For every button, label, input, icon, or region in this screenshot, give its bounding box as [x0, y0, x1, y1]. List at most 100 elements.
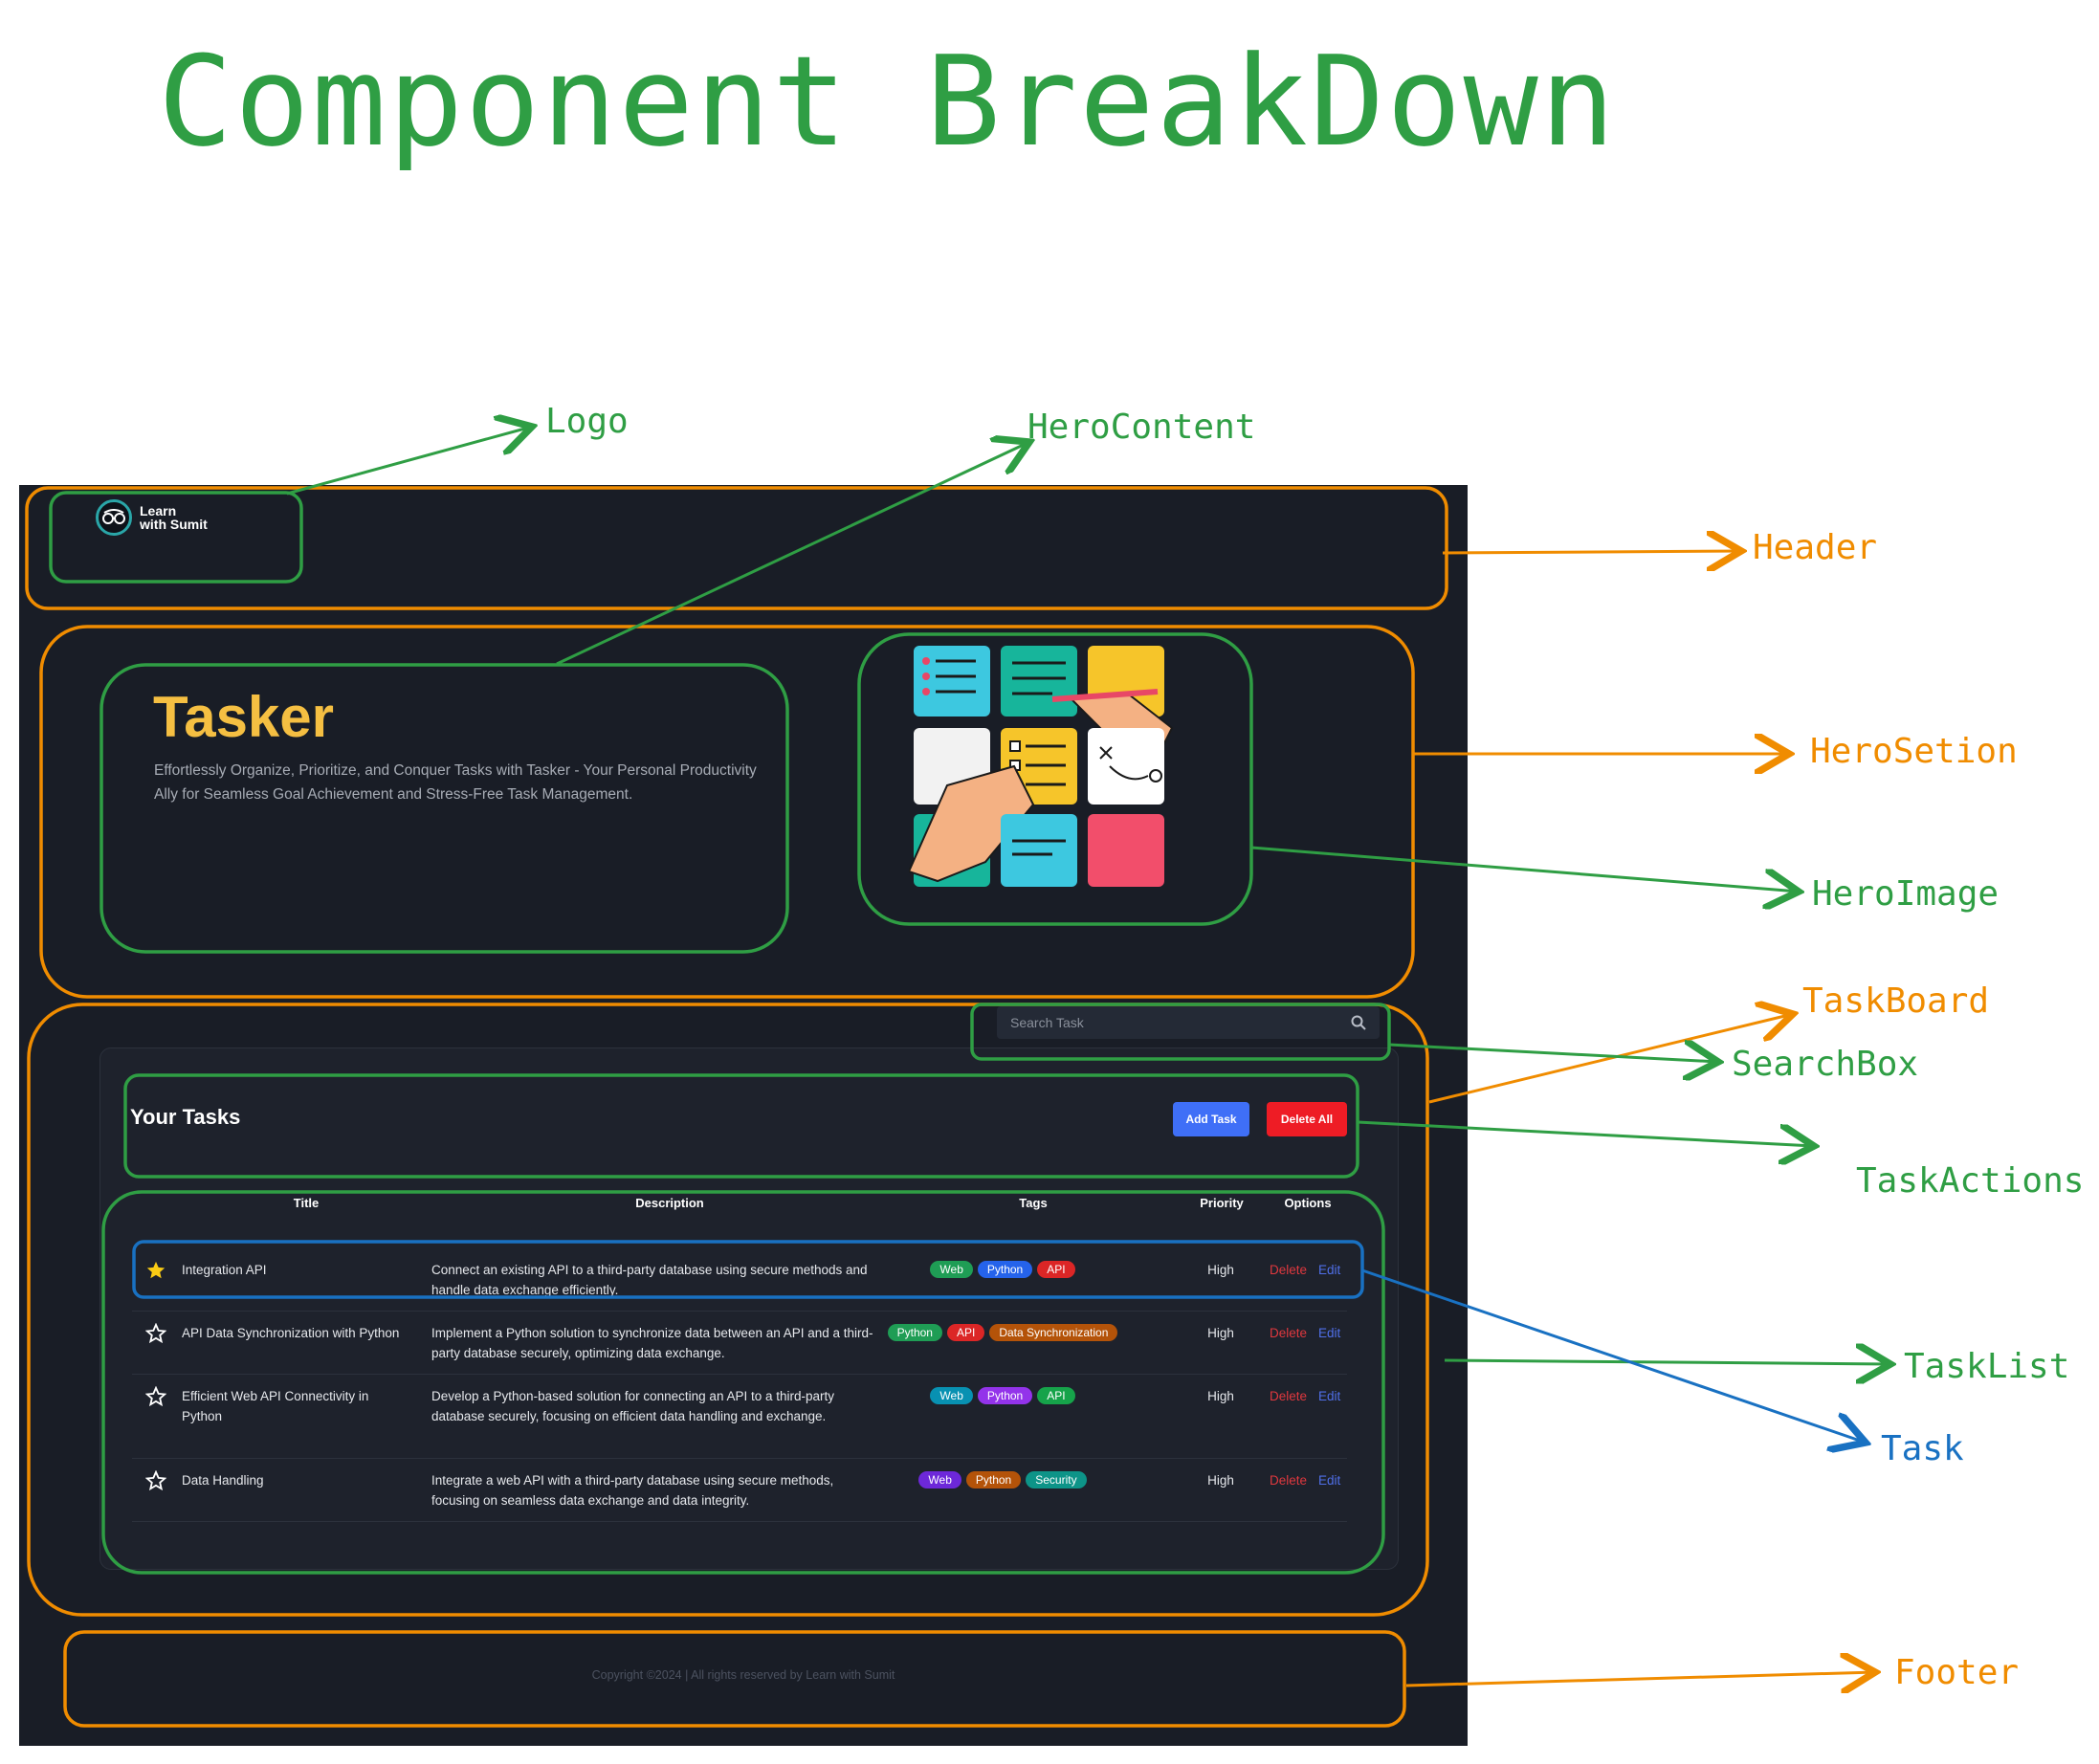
- board-title: Your Tasks: [130, 1105, 241, 1129]
- task-row: Data Handling Integrate a web API with a…: [132, 1459, 1347, 1522]
- task-box: [132, 1240, 1364, 1299]
- label-hero-image: HeroImage: [1812, 874, 2000, 914]
- search-box-arrow: [1388, 1045, 1718, 1062]
- task-title: Data Handling: [182, 1473, 264, 1488]
- label-task-board: TaskBoard: [1802, 981, 1990, 1021]
- hero-image-arrow: [1250, 846, 1799, 892]
- sticky-notes-illustration: [909, 646, 1174, 887]
- tag-badge: Python: [965, 1471, 1022, 1488]
- task-options: Delete Edit: [1270, 1470, 1340, 1490]
- task-row: Efficient Web API Connectivity in Python…: [132, 1375, 1347, 1459]
- star-outline-icon[interactable]: [145, 1323, 166, 1344]
- label-task: Task: [1881, 1429, 1964, 1468]
- footer-arrow: [1405, 1672, 1875, 1686]
- search-input[interactable]: Search Task: [1010, 1015, 1084, 1030]
- delete-link[interactable]: Delete: [1270, 1326, 1308, 1340]
- task-actions-box: [123, 1073, 1359, 1179]
- search-box-box: [970, 1003, 1391, 1061]
- edit-link[interactable]: Edit: [1318, 1389, 1341, 1403]
- delete-link[interactable]: Delete: [1270, 1263, 1308, 1277]
- delete-link[interactable]: Delete: [1270, 1389, 1308, 1403]
- label-header: Header: [1753, 528, 1878, 567]
- edit-link[interactable]: Edit: [1318, 1473, 1341, 1488]
- logo-box: [49, 491, 303, 584]
- task-board-box: [27, 1003, 1429, 1617]
- task-description: Connect an existing API to a third-party…: [431, 1263, 868, 1297]
- task-tags: Web Python API: [878, 1261, 1127, 1278]
- delete-link[interactable]: Delete: [1270, 1473, 1308, 1488]
- star-outline-icon[interactable]: [145, 1470, 166, 1491]
- tag-badge: Python: [977, 1387, 1033, 1404]
- tag-badge: API: [1037, 1261, 1075, 1278]
- task-tags: Web Python API: [878, 1387, 1127, 1404]
- tag-badge: Data Synchronization: [989, 1324, 1118, 1341]
- label-logo: Logo: [545, 402, 629, 441]
- search-icon[interactable]: [1351, 1015, 1366, 1030]
- app-screenshot: Learn with Sumit Tasker Effortlessly Org…: [19, 485, 1468, 1746]
- hero-content-arrow: [556, 442, 1029, 666]
- logo-arrow: [286, 427, 532, 496]
- header-arrow: [1442, 551, 1741, 553]
- hero-section-box: [39, 625, 1415, 999]
- header-options: Options: [1284, 1196, 1332, 1210]
- logo-text: Learn with Sumit: [140, 503, 208, 532]
- footer-copyright: Copyright ©2024 | All rights reserved by…: [591, 1668, 895, 1682]
- label-search-box: SearchBox: [1732, 1045, 1919, 1084]
- label-task-actions: TaskActions: [1856, 1161, 2085, 1201]
- task-options: Delete Edit: [1270, 1386, 1340, 1406]
- task-description: Develop a Python-based solution for conn…: [431, 1389, 835, 1423]
- task-row: Integration API Connect an existing API …: [132, 1248, 1347, 1312]
- task-options: Delete Edit: [1270, 1260, 1340, 1280]
- tag-badge: API: [1037, 1387, 1075, 1404]
- task-tags: Web Python Security: [878, 1471, 1127, 1488]
- task-board-arrow: [1428, 1014, 1793, 1104]
- task-title: Integration API: [182, 1263, 267, 1277]
- tag-badge: Security: [1026, 1471, 1087, 1488]
- add-task-button[interactable]: Add Task: [1173, 1102, 1249, 1136]
- task-title: API Data Synchronization with Python: [182, 1326, 400, 1340]
- app-logo[interactable]: Learn with Sumit: [96, 499, 208, 536]
- task-priority: High: [1207, 1389, 1234, 1403]
- task-list-arrow: [1444, 1360, 1890, 1364]
- logo-glasses-icon: [96, 499, 132, 536]
- task-arrow: [1361, 1268, 1866, 1443]
- label-task-list: TaskList: [1904, 1347, 2070, 1386]
- task-title: Efficient Web API Connectivity in Python: [182, 1389, 369, 1423]
- hero-title: Tasker: [153, 685, 335, 749]
- label-hero-section: HeroSetion: [1810, 732, 2018, 771]
- header-title: Title: [293, 1196, 320, 1210]
- task-description: Integrate a web API with a third-party d…: [431, 1473, 834, 1508]
- header-box: [25, 486, 1448, 610]
- tag-badge: Web: [930, 1387, 973, 1404]
- label-hero-content: HeroContent: [1027, 408, 1256, 447]
- hero-description: Effortlessly Organize, Prioritize, and C…: [154, 762, 757, 803]
- task-description: Implement a Python solution to synchroni…: [431, 1326, 873, 1360]
- tag-badge: Web: [930, 1261, 973, 1278]
- label-footer: Footer: [1894, 1653, 2020, 1692]
- task-row: API Data Synchronization with Python Imp…: [132, 1312, 1347, 1375]
- edit-link[interactable]: Edit: [1318, 1326, 1341, 1340]
- star-outline-icon[interactable]: [145, 1386, 166, 1407]
- delete-all-button[interactable]: Delete All: [1267, 1102, 1347, 1136]
- tag-badge: Python: [977, 1261, 1033, 1278]
- hero-content-box: [99, 663, 789, 954]
- task-priority: High: [1207, 1326, 1234, 1340]
- footer-box: [63, 1630, 1406, 1728]
- header-tags: Tags: [1019, 1196, 1048, 1210]
- tag-badge: Python: [887, 1324, 942, 1341]
- header-description: Description: [635, 1196, 704, 1210]
- star-filled-icon[interactable]: [145, 1260, 166, 1281]
- tag-badge: Web: [918, 1471, 961, 1488]
- task-priority: High: [1207, 1263, 1234, 1277]
- task-list-box: [101, 1190, 1385, 1575]
- header-priority: Priority: [1200, 1196, 1244, 1210]
- edit-link[interactable]: Edit: [1318, 1263, 1341, 1277]
- tag-badge: API: [946, 1324, 985, 1341]
- hero-image-box: [857, 632, 1253, 926]
- search-box[interactable]: Search Task: [997, 1006, 1380, 1039]
- task-tags: Python API Data Synchronization: [878, 1324, 1127, 1341]
- diagram-title: Component BreakDown: [158, 29, 1618, 174]
- task-options: Delete Edit: [1270, 1323, 1340, 1343]
- task-priority: High: [1207, 1473, 1234, 1488]
